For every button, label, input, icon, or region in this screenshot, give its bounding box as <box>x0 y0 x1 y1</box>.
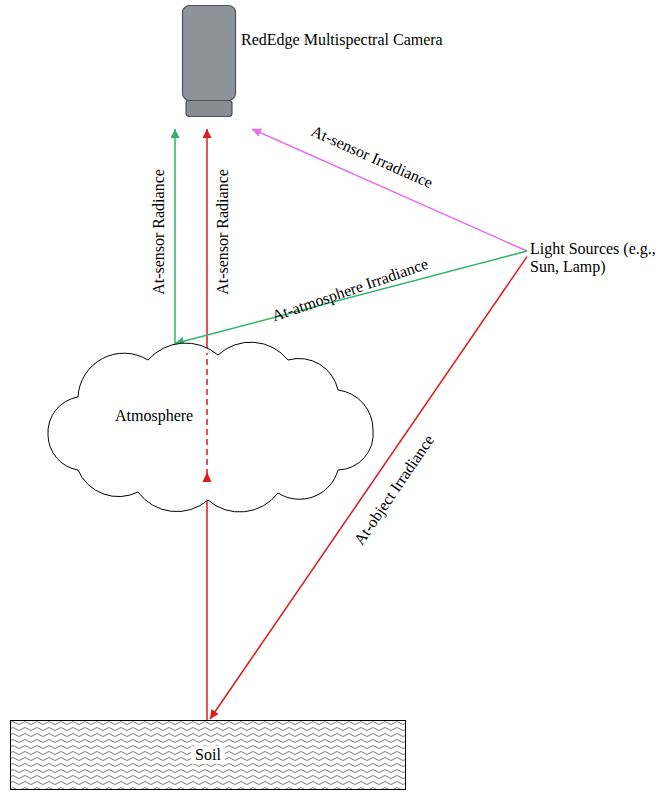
soil-texture <box>11 721 406 790</box>
light-ray <box>252 129 527 251</box>
light-ray <box>206 129 208 720</box>
ray-label: At-atmosphere Irradiance <box>270 255 431 325</box>
arrowhead <box>203 472 212 482</box>
camera-lens <box>186 101 232 117</box>
atmosphere-cloud: Atmosphere <box>38 335 380 505</box>
soil-block: Soil <box>10 720 406 790</box>
light-source-label: Light Sources (e.g., Sun, Lamp) <box>530 240 658 277</box>
ray-label: At-sensor Radiance <box>214 169 232 295</box>
node-text: RedEdge Multispectral Camera <box>241 31 443 49</box>
camera-body: RedEdge Multispectral Camera <box>182 5 236 117</box>
light-ray <box>174 129 176 344</box>
ray-label: At-sensor Radiance <box>150 169 168 295</box>
cloud-outline <box>48 342 373 512</box>
camera-outline <box>182 5 236 117</box>
node-text: Soil <box>191 746 225 764</box>
node-text: Light Sources (e.g., Sun, Lamp) <box>530 240 658 277</box>
dashed-radiance-path <box>206 353 208 475</box>
cloud-outline <box>38 335 380 505</box>
node-text: Atmosphere <box>115 407 193 425</box>
camera-housing <box>183 6 236 101</box>
ray-label: At-sensor Irradiance <box>309 122 436 191</box>
